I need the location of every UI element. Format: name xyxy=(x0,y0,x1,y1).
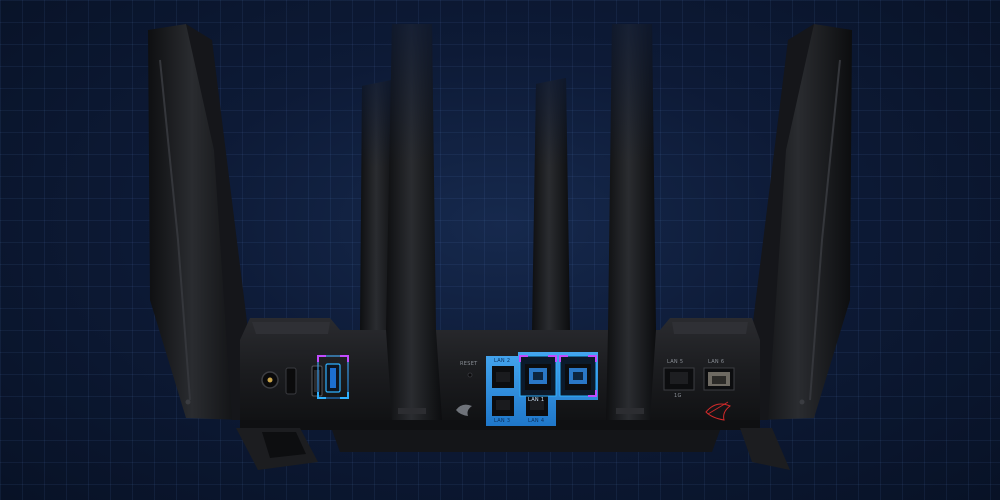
antenna-left-outer xyxy=(148,24,248,420)
lan-5-port xyxy=(663,367,695,391)
wan-port-rgb xyxy=(559,355,597,397)
rog-red-logo xyxy=(705,401,731,421)
lan-4-label: LAN 4 xyxy=(528,418,545,424)
lan-2-label: LAN 2 xyxy=(494,358,511,364)
antenna-front-right xyxy=(606,24,656,420)
power-port xyxy=(261,371,279,389)
lan-5-speed-label: 1G xyxy=(674,393,682,399)
usb-port xyxy=(311,365,323,397)
lan-1-label: LAN 1 xyxy=(528,397,545,403)
antenna-right-outer xyxy=(752,24,852,420)
reset-label: RESET xyxy=(460,361,478,367)
rog-eye-logo xyxy=(456,404,472,416)
lan-6-label: LAN 6 xyxy=(708,359,725,365)
reset-button xyxy=(467,372,473,378)
antenna-back-left xyxy=(360,80,396,330)
lan-5-label: LAN 5 xyxy=(667,359,684,365)
lan-1-port-rgb xyxy=(519,355,557,397)
usb-3-port-rgb xyxy=(317,355,349,399)
lan-6-port xyxy=(703,367,735,391)
power-switch xyxy=(285,367,297,395)
antenna-front-left xyxy=(386,24,442,420)
antenna-back-center xyxy=(532,78,570,330)
lan-3-label: LAN 3 xyxy=(494,418,511,424)
